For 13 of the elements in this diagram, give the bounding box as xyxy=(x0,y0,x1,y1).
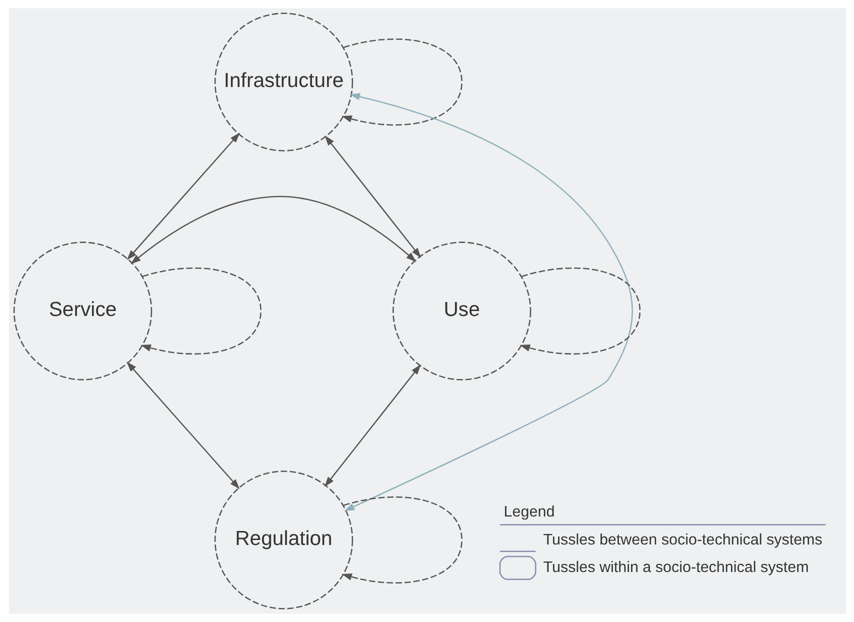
arrow xyxy=(341,496,462,584)
arrow xyxy=(344,93,632,512)
arrow xyxy=(324,364,420,487)
arrow xyxy=(140,268,261,354)
arrow xyxy=(324,135,421,258)
arrow xyxy=(519,268,640,354)
label: Legend xyxy=(503,504,554,521)
arrow xyxy=(130,196,416,264)
arrow xyxy=(126,362,240,490)
legend-label: Tussles within a socio-technical system xyxy=(542,558,808,576)
legend-label: Tussles between socio-technical systems xyxy=(542,532,822,549)
arrow xyxy=(341,38,462,126)
arrow xyxy=(126,132,240,260)
